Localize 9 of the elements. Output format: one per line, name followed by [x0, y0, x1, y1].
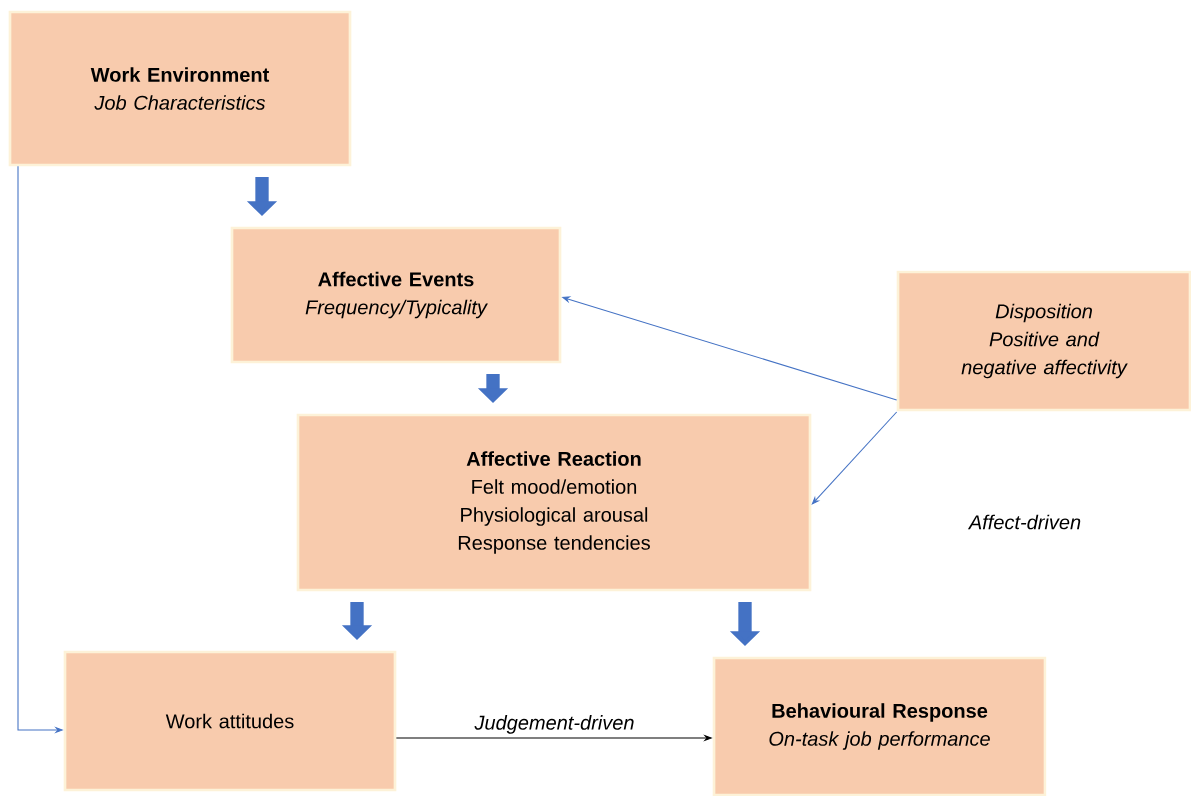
- process-box: Affective Events Frequency/Typicality: [230, 226, 562, 364]
- input-box: Disposition Positive and negative affectivity: [896, 270, 1191, 412]
- outcome-box: Work attitudes: [63, 650, 397, 792]
- arrow: [811, 411, 898, 505]
- edge-label: Judgement-driven: [473, 713, 636, 736]
- process-box: Affective Reaction Felt mood/emotion Physiological arousal Response tendencies: [296, 413, 812, 592]
- flow-label: Affect-driven: [967, 514, 1081, 530]
- process-box: Work Environment Job Characteristics: [8, 10, 352, 167]
- outcome-box: Behavioural Response On-task job performance: [712, 656, 1047, 796]
